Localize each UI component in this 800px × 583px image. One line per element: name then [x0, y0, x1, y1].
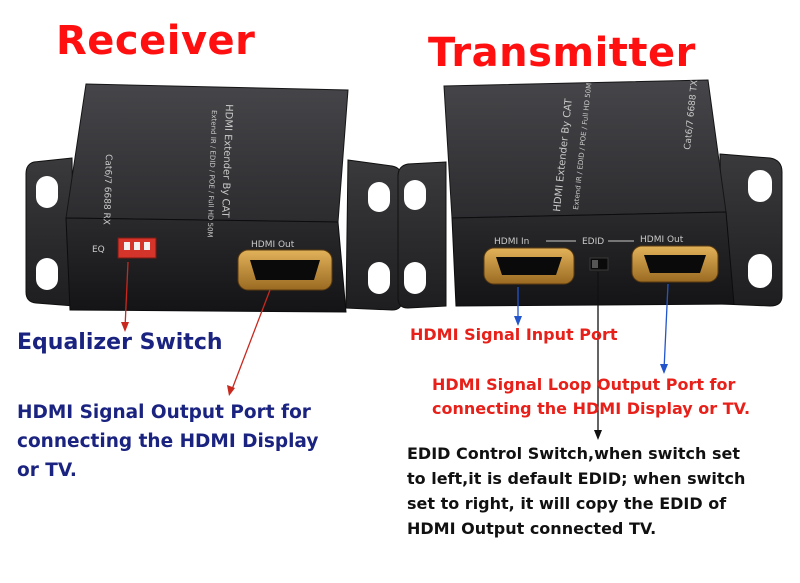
flange-hole	[748, 170, 772, 202]
receiver-title: Receiver	[56, 18, 256, 64]
edid-line: EDID Control Switch,when switch set	[407, 444, 741, 463]
flange-hole	[748, 254, 772, 288]
callout-arrow-edid	[594, 272, 602, 440]
transmitter-hdmi-loop-output-port	[631, 245, 719, 283]
tx-loop-line: HDMI Signal Loop Output Port for	[432, 375, 736, 394]
callout-arrow-tx-input	[514, 287, 522, 326]
transmitter-hdmi-out-label: HDMI Out	[640, 235, 684, 245]
callout-arrow-rx-output	[227, 289, 271, 396]
callout-arrow-equalizer	[121, 261, 129, 332]
flange-hole	[404, 262, 426, 294]
flange-hole	[368, 262, 390, 294]
rx-output-port-label: HDMI Signal Output Port for connecting t…	[17, 398, 318, 485]
receiver-eq-label: EQ	[92, 245, 105, 255]
receiver-unit: HDMI Extender By CAT Extend IR / EDID / …	[25, 83, 403, 313]
equalizer-switch-label: Equalizer Switch	[17, 330, 223, 355]
transmitter-title: Transmitter	[428, 30, 696, 76]
equalizer-dip-switch	[117, 237, 157, 259]
tx-input-port-label: HDMI Signal Input Port	[410, 325, 618, 344]
flange-hole	[368, 182, 390, 212]
transmitter-hdmi-in-label: HDMI In	[494, 237, 529, 247]
callout-arrow-tx-loop	[660, 283, 669, 374]
edid-switch-label: EDID Control Switch,when switch set to l…	[407, 441, 745, 541]
edid-switch	[589, 257, 609, 271]
transmitter-unit: HDMI Extender By CAT Extend IR / EDID / …	[397, 79, 783, 309]
rx-output-line: or TV.	[17, 460, 77, 481]
receiver-hdmi-out-label: HDMI Out	[251, 240, 295, 250]
transmitter-edid-label: EDID	[582, 237, 604, 247]
edid-line: HDMI Output connected TV.	[407, 519, 657, 538]
receiver-device-name: HDMI Extender By CAT	[219, 104, 234, 219]
flange-hole	[36, 258, 58, 290]
tx-loop-line: connecting the HDMI Display or TV.	[432, 399, 751, 418]
receiver-model-label: Cat6/7 6688 RX	[101, 154, 113, 225]
edid-line: to left,it is default EDID; when switch	[407, 469, 746, 488]
flange-hole	[404, 180, 426, 210]
transmitter-hdmi-input-port	[483, 247, 575, 285]
receiver-hdmi-output-port	[237, 249, 333, 291]
rx-output-line: HDMI Signal Output Port for	[17, 402, 311, 423]
tx-loop-port-label: HDMI Signal Loop Output Port for connect…	[432, 373, 750, 421]
rx-output-line: connecting the HDMI Display	[17, 431, 319, 452]
edid-line: set to right, it will copy the EDID of	[407, 494, 727, 513]
flange-hole	[36, 176, 58, 208]
